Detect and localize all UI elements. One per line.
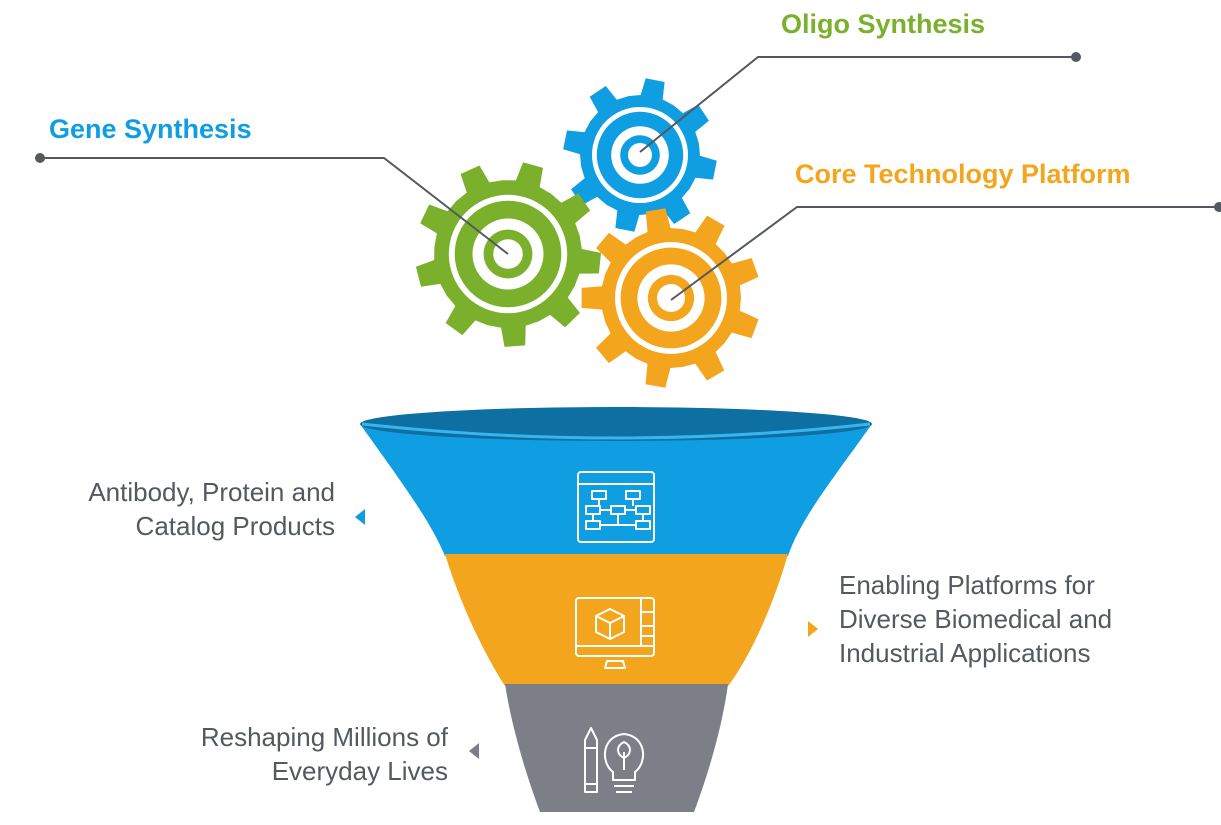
funnel-tier-gray xyxy=(505,684,728,812)
funnel-label-line: Everyday Lives xyxy=(271,756,448,786)
funnel-label-line: Catalog Products xyxy=(135,511,335,541)
gear-ring xyxy=(628,143,652,167)
funnel-tier-blue xyxy=(360,424,872,556)
funnel-label-products: Antibody, Protein and Catalog Products xyxy=(88,475,335,543)
pointer-left-icon xyxy=(469,743,479,759)
connector-gene-synthesis xyxy=(40,157,509,255)
pencil-lightbulb-icon xyxy=(584,727,645,793)
flowchart-icon xyxy=(577,471,655,543)
funnel-label-line: Reshaping Millions of xyxy=(200,722,448,752)
funnel-rim xyxy=(360,407,872,441)
gear-label-core-technology: Core Technology Platform xyxy=(795,159,1131,189)
funnel-label-line: Industrial Applications xyxy=(839,638,1091,668)
funnel-label-platforms: Enabling Platforms for Diverse Biomedica… xyxy=(839,568,1112,670)
gear-label-gene-synthesis: Gene Synthesis xyxy=(49,114,252,144)
funnel-label-line: Enabling Platforms for xyxy=(839,570,1095,600)
gears-group xyxy=(415,78,759,388)
gear-ring xyxy=(657,284,685,312)
gear-oligo-synthesis-icon xyxy=(563,78,717,232)
funnel-rim-highlight xyxy=(361,422,871,440)
gear-label-oligo-synthesis: Oligo Synthesis xyxy=(781,9,986,39)
monitor-cube-icon xyxy=(575,597,655,669)
funnel-label-lives: Reshaping Millions of Everyday Lives xyxy=(201,720,448,788)
funnel-label-line: Antibody, Protein and xyxy=(88,477,335,507)
gear-core-technology-icon xyxy=(581,208,759,388)
connector-dot-gene-synthesis xyxy=(35,153,45,163)
pointer-right-icon xyxy=(808,621,818,637)
connector-core-technology xyxy=(670,206,1221,301)
funnel-label-line: Diverse Biomedical and xyxy=(839,604,1113,634)
connector-dot-core-technology xyxy=(1214,202,1221,212)
connector-dot-oligo-synthesis xyxy=(1071,52,1081,62)
connectors xyxy=(35,52,1221,301)
connector-oligo-synthesis xyxy=(639,56,1076,153)
pointer-left-icon xyxy=(355,509,365,525)
funnel xyxy=(360,407,872,812)
